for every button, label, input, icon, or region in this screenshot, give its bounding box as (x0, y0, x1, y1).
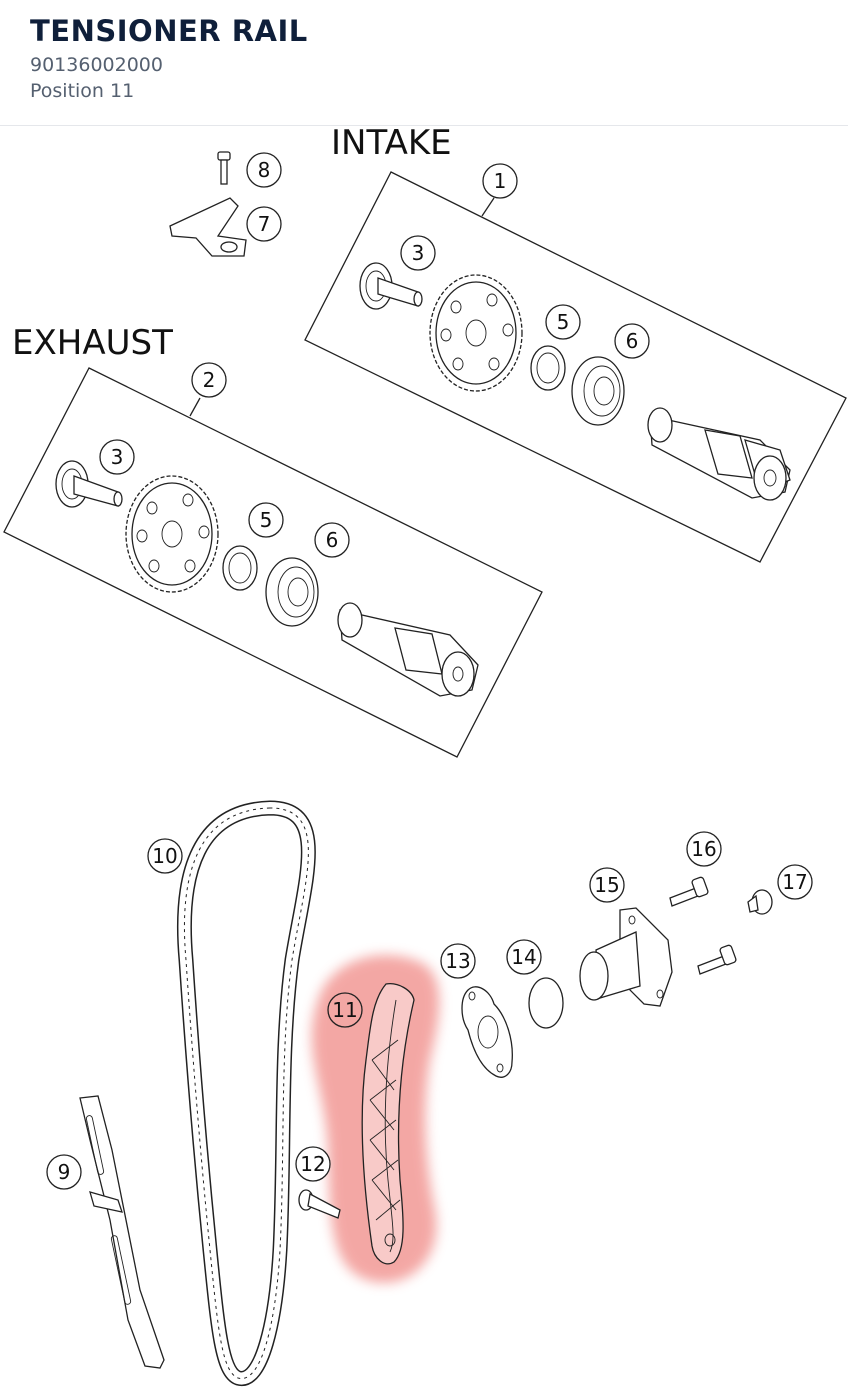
timing-chain-part-10 (176, 800, 316, 1386)
tensioner-rail-part-11 (361, 983, 415, 1265)
callout-12[interactable]: 12 (295, 1146, 331, 1182)
callout-6-exhaust[interactable]: 6 (314, 522, 350, 558)
callout-5-exhaust[interactable]: 5 (248, 502, 284, 538)
callout-7[interactable]: 7 (246, 206, 282, 242)
intake-sprocket (429, 274, 523, 392)
part-position: Position 11 (30, 80, 135, 102)
callout-13[interactable]: 13 (440, 943, 476, 979)
svg-text:11: 11 (332, 998, 357, 1022)
callout-2[interactable]: 2 (191, 362, 227, 398)
svg-text:5: 5 (557, 310, 570, 334)
exhaust-sprocket (125, 475, 219, 593)
part-number: 90136002000 (30, 54, 163, 76)
pin-part-12 (298, 1189, 341, 1219)
svg-text:12: 12 (300, 1152, 325, 1176)
exhaust-camshaft-assembly (3, 367, 543, 758)
svg-text:1: 1 (494, 169, 507, 193)
svg-text:5: 5 (260, 508, 273, 532)
svg-text:15: 15 (594, 873, 619, 897)
svg-text:10: 10 (152, 844, 177, 868)
callout-8[interactable]: 8 (246, 152, 282, 188)
callout-3-exhaust[interactable]: 3 (99, 439, 135, 475)
svg-text:13: 13 (445, 949, 470, 973)
svg-text:2: 2 (203, 368, 216, 392)
svg-text:9: 9 (58, 1160, 71, 1184)
intake-camshaft-assembly (304, 171, 847, 563)
guide-rail-part-9 (79, 1095, 165, 1369)
callout-16[interactable]: 16 (686, 831, 722, 867)
plug-part-17 (747, 889, 773, 915)
exhaust-label: EXHAUST (12, 323, 173, 363)
svg-text:6: 6 (626, 329, 639, 353)
svg-text:16: 16 (691, 837, 716, 861)
svg-text:3: 3 (111, 445, 124, 469)
gasket-part-13 (461, 986, 513, 1078)
part-header: TENSIONER RAIL 90136002000 Position 11 (0, 0, 848, 126)
svg-text:7: 7 (258, 212, 271, 236)
bracket-part-7 (169, 197, 247, 257)
chain-tensioner-part-15 (579, 907, 673, 1007)
callout-10[interactable]: 10 (147, 838, 183, 874)
svg-text:6: 6 (326, 528, 339, 552)
callout-5-intake[interactable]: 5 (545, 304, 581, 340)
selected-part-highlight (311, 955, 440, 1283)
callout-11[interactable]: 11 (327, 992, 363, 1028)
intake-label: INTAKE (331, 123, 452, 163)
svg-text:14: 14 (511, 945, 536, 969)
o-ring-part-14 (528, 977, 564, 1029)
callout-3-intake[interactable]: 3 (400, 235, 436, 271)
callout-1[interactable]: 1 (482, 163, 518, 199)
exhaust-camshaft (337, 602, 479, 697)
callout-15[interactable]: 15 (589, 867, 625, 903)
callout-17[interactable]: 17 (777, 864, 813, 900)
callout-6-intake[interactable]: 6 (614, 323, 650, 359)
bolt-part-16 (669, 876, 737, 975)
svg-text:8: 8 (258, 158, 271, 182)
svg-text:3: 3 (412, 241, 425, 265)
callout-14[interactable]: 14 (506, 939, 542, 975)
part-title: TENSIONER RAIL (30, 14, 308, 48)
svg-text:17: 17 (782, 870, 807, 894)
bolt-part-8 (217, 151, 231, 185)
intake-camshaft (647, 407, 791, 501)
callout-9[interactable]: 9 (46, 1154, 82, 1190)
